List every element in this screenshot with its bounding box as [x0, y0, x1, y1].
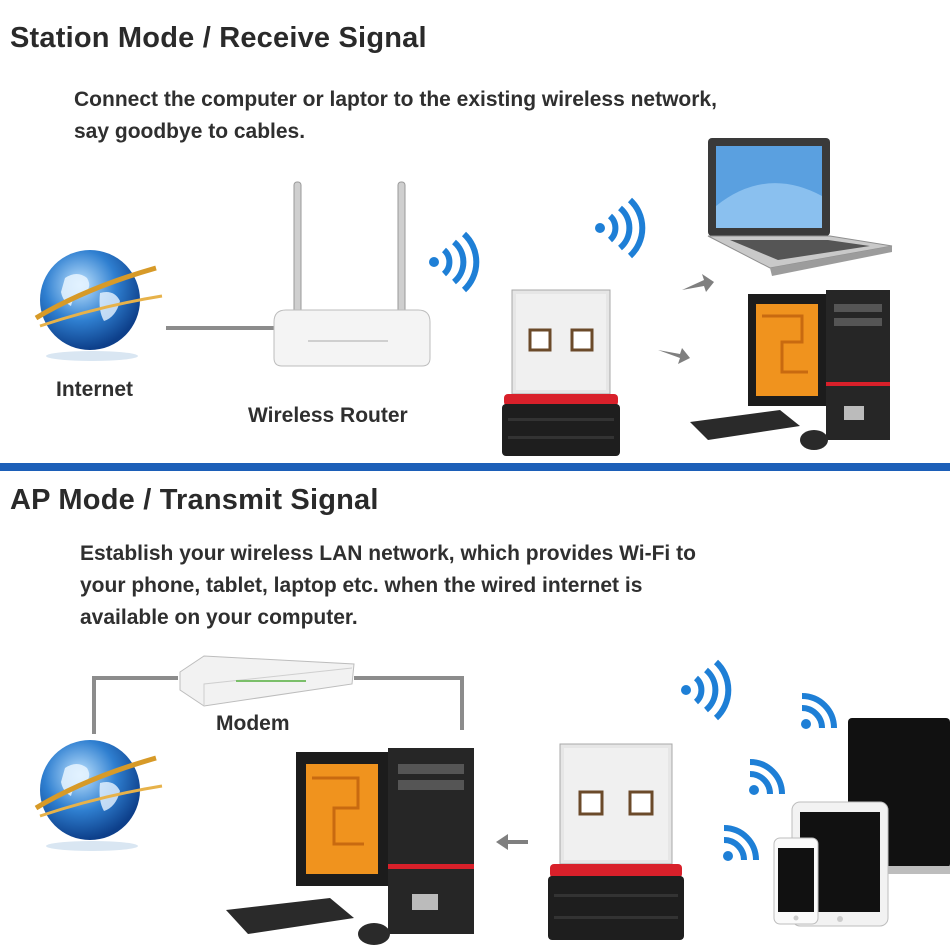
- usb-wifi-adapter-image: [502, 289, 620, 456]
- globe-router-cable: [166, 326, 274, 330]
- desktop-computer-image: [690, 290, 890, 450]
- wireless-router-image: [273, 181, 431, 367]
- station-desc-line-1: Connect the computer or laptor to the ex…: [74, 88, 717, 111]
- globe-icon: [34, 250, 163, 361]
- modem-cable-left: [92, 676, 178, 680]
- usb-wifi-adapter-image: [548, 743, 684, 940]
- laptop-image: [707, 138, 893, 276]
- modem-cable-right: [354, 676, 464, 680]
- wifi-fan-icon: [749, 759, 785, 795]
- modem-label: Modem: [216, 712, 290, 735]
- station-mode-description: Connect the computer or laptor to the ex…: [74, 84, 717, 148]
- section-divider: [0, 463, 950, 471]
- internet-label: Internet: [56, 378, 134, 401]
- ap-mode-title: AP Mode / Transmit Signal: [10, 484, 379, 516]
- wifi-signal-icon: [429, 231, 480, 293]
- wireless-router-label: Wireless Router: [248, 404, 408, 427]
- globe-icon: [34, 740, 163, 851]
- ap-desc-line-2: your phone, tablet, laptop etc. when the…: [80, 574, 643, 597]
- ap-desc-line-3: available on your computer.: [80, 606, 358, 629]
- arrow-left-icon: [496, 834, 528, 850]
- modem-cable-left-drop: [92, 676, 96, 734]
- desktop-computer-image: [226, 748, 474, 945]
- wifi-fan-icon: [801, 693, 837, 729]
- modem-cable-right-drop: [460, 676, 464, 730]
- arrow-right-icon: [682, 274, 714, 292]
- station-mode-title: Station Mode / Receive Signal: [10, 22, 427, 54]
- wifi-signal-icon: [681, 659, 732, 721]
- wifi-signal-icon: [595, 197, 646, 259]
- modem-image: [179, 655, 355, 707]
- ap-mode-description: Establish your wireless LAN network, whi…: [80, 538, 696, 634]
- arrow-right-icon: [658, 348, 690, 364]
- station-desc-line-2: say goodbye to cables.: [74, 120, 306, 143]
- smartphone-image: [773, 837, 819, 925]
- wifi-fan-icon: [723, 825, 759, 861]
- ap-desc-line-1: Establish your wireless LAN network, whi…: [80, 542, 696, 565]
